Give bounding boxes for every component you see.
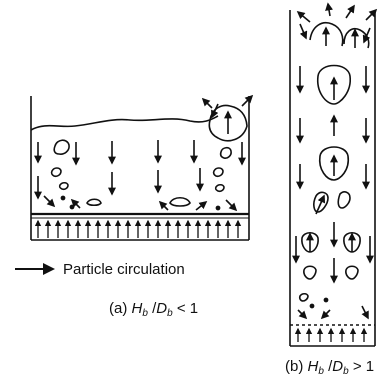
bed-a-bubble xyxy=(212,167,224,178)
bed-a-erupting-bubble xyxy=(208,104,248,142)
bed-b-splash xyxy=(345,4,355,19)
caption-b: (b) Hb /Db > 1 xyxy=(285,358,375,377)
bed-a-bubble xyxy=(219,146,232,159)
bed-b-curl-arrow xyxy=(361,305,369,320)
bed-b-bubble xyxy=(303,265,317,280)
bed-b-splash xyxy=(296,10,311,23)
bed-b-splash xyxy=(365,8,378,21)
bed-a-bubble xyxy=(86,198,102,207)
bed-a-splash-left xyxy=(201,97,213,109)
legend-label: Particle circulation xyxy=(63,261,185,278)
bed-a-bubble xyxy=(53,139,70,155)
bed-b-erupting-bubble xyxy=(309,22,344,47)
bed-a-particle xyxy=(69,204,75,210)
bed-b-diag-arrow xyxy=(315,194,326,215)
bed-b-splash xyxy=(325,2,333,17)
bed-a-bubble xyxy=(58,181,69,191)
bed-b-splash-drop xyxy=(299,23,308,40)
bed-b-slug-bubble xyxy=(316,64,351,105)
bed-a-gas-inlet-arrows xyxy=(34,219,242,238)
deep-bed xyxy=(289,2,378,347)
bed-b-gas-inlet-arrows xyxy=(294,327,368,342)
bed-b-particle xyxy=(309,303,315,309)
bed-a-bubble xyxy=(214,183,225,193)
bed-a-particle xyxy=(215,205,221,211)
bed-a-curl-arrow xyxy=(43,195,56,208)
bed-a-curl-arrow xyxy=(158,200,169,211)
bed-a-splash-drop xyxy=(211,103,219,119)
bed-b-curl-arrow xyxy=(320,309,331,320)
shallow-bed xyxy=(30,94,254,241)
bed-a-splash-right xyxy=(241,94,254,107)
bed-a-bubble xyxy=(50,167,62,178)
bed-a-curl-arrow xyxy=(70,198,81,209)
bed-b-splash-drop xyxy=(362,27,371,44)
bed-a-curl-arrow xyxy=(225,199,238,212)
bed-a-surface xyxy=(30,115,219,131)
bed-b-bubble xyxy=(345,265,359,280)
caption-a: (a) Hb /Db < 1 xyxy=(109,300,199,319)
bed-b-slug-bubble xyxy=(318,146,350,181)
bed-a-curl-arrow xyxy=(195,201,208,211)
bed-a-bubble xyxy=(169,196,191,207)
bed-b-particle xyxy=(323,297,329,303)
particle-circulation-arrow-icon xyxy=(15,263,55,275)
bed-b-curl-arrow xyxy=(297,309,308,320)
bed-b-bubble xyxy=(298,292,309,302)
bed-a-particle xyxy=(60,195,66,201)
bed-b-bubble xyxy=(337,191,351,209)
bed-b-bubble xyxy=(313,191,329,213)
